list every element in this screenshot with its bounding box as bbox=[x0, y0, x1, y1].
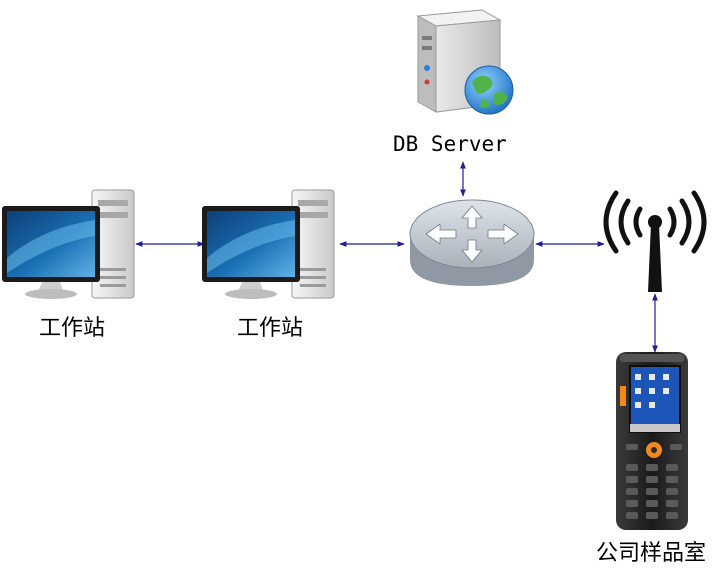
sample-room-label: 公司样品室 bbox=[596, 541, 707, 566]
workstation-icon bbox=[202, 189, 335, 299]
db-server-label: DB Server bbox=[393, 132, 507, 156]
globe-icon bbox=[464, 65, 514, 115]
handheld-scanner-icon bbox=[616, 352, 688, 530]
workstation-2-label: 工作站 bbox=[237, 316, 304, 341]
router-icon bbox=[409, 199, 535, 286]
wireless-antenna-icon bbox=[603, 190, 707, 292]
workstation-1-label: 工作站 bbox=[39, 316, 106, 341]
workstation-icon bbox=[2, 189, 135, 299]
